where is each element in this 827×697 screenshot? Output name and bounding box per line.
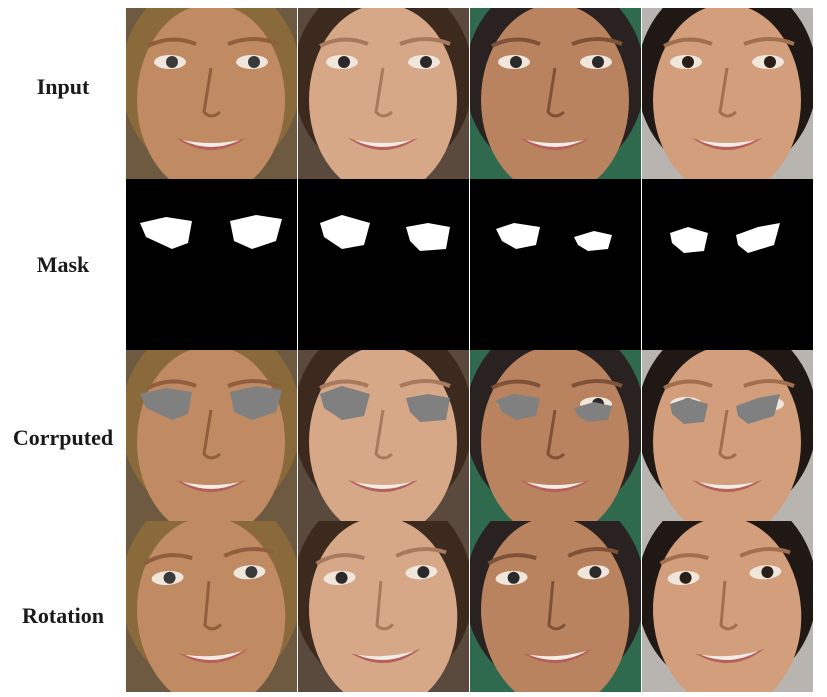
- row-label-corrupted: Corrputed: [12, 425, 114, 450]
- row-label-mask: Mask: [36, 252, 90, 277]
- input-image-2: [298, 8, 469, 179]
- rotation-image-2: [298, 521, 469, 692]
- input-image-3: [470, 8, 641, 179]
- rotation-image-4: [642, 521, 813, 692]
- rotation-image-3: [470, 521, 641, 692]
- input-image-4: [642, 8, 813, 179]
- corrupted-image-3: [470, 350, 641, 521]
- mask-image-1: [126, 179, 297, 350]
- mask-image-3: [470, 179, 641, 350]
- mask-image-4: [642, 179, 813, 350]
- input-image-1: [126, 8, 297, 179]
- image-grid: [126, 8, 814, 694]
- corrupted-image-4: [642, 350, 813, 521]
- corrupted-image-2: [298, 350, 469, 521]
- mask-image-2: [298, 179, 469, 350]
- row-label-rotation: Rotation: [22, 603, 104, 628]
- rotation-image-1: [126, 521, 297, 692]
- row-label-input: Input: [36, 74, 90, 99]
- corrupted-image-1: [126, 350, 297, 521]
